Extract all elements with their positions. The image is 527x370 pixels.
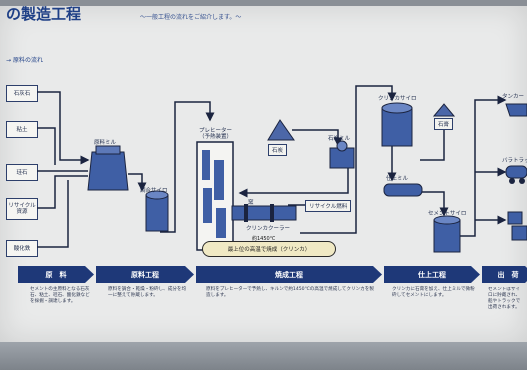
clinker-silo-icon xyxy=(381,102,413,147)
raw-material-clay: 粘土 xyxy=(6,121,38,138)
coal-icon xyxy=(267,119,295,141)
page-title: の製造工程 xyxy=(6,5,82,23)
kiln-callout: 最上位の高温で焼成（クリンカ） xyxy=(202,241,336,257)
raw-material-limestone: 石灰石 xyxy=(6,85,38,102)
raw-silo-icon xyxy=(145,190,169,232)
stage-desc-finishing-process: クリンカに石膏を加え、仕上ミルで微粉砕してセメントにします。 xyxy=(392,287,475,298)
recycled-fuel-label: リサイクル燃料 xyxy=(305,200,352,212)
ship-icon xyxy=(505,103,527,117)
cement-silo-label: セメントサイロ xyxy=(428,211,467,217)
clinker-cooler-label: クリンカクーラー xyxy=(246,226,291,232)
kiln-temp-note: 約1450℃ xyxy=(252,236,276,242)
kiln-label: 窯 xyxy=(248,200,254,206)
raw-material-iron-oxide: 酸化鉄 xyxy=(6,240,38,257)
stage-desc-raw-materials: セメントの主原料となる石灰石、粘土、珪石、酸化鉄などを採掘・調達します。 xyxy=(30,287,90,304)
stage-desc-raw-process: 原料を調合・乾燥・粉砕し、成分を均一に整えて貯蔵します。 xyxy=(108,287,187,298)
raw-mill-icon xyxy=(87,145,129,191)
exhibit-board xyxy=(0,6,527,342)
coal-mill-icon xyxy=(329,140,355,169)
stage-raw-process: 原料工程 xyxy=(96,266,194,283)
floor-area xyxy=(0,342,527,370)
preheater-label: プレヒーター（予熱装置） xyxy=(199,128,233,140)
stage-raw-materials: 原 料 xyxy=(18,266,94,283)
stage-shipping: 出 荷 xyxy=(482,266,527,283)
preheater-icon xyxy=(196,141,234,251)
gypsum-icon xyxy=(432,103,456,117)
flow-label: → 原料の流れ xyxy=(6,57,43,64)
kiln-icon xyxy=(231,204,297,222)
stage-finishing-process: 仕上工程 xyxy=(384,266,480,283)
gypsum-label: 石膏 xyxy=(434,118,454,130)
truck-label: バラトラック xyxy=(502,158,527,164)
coal-label: 石炭 xyxy=(268,144,288,156)
finish-mill-icon xyxy=(383,183,423,197)
ship-label: タンカー xyxy=(502,94,525,100)
flow-label-text: 原料の流れ xyxy=(12,57,43,64)
bag-shipping-icon xyxy=(507,211,527,241)
cement-silo-icon xyxy=(433,215,461,253)
finish-mill-label: 仕上ミル xyxy=(386,176,409,182)
raw-material-silica: 珪石 xyxy=(6,164,38,181)
raw-silo-label: 調合サイロ xyxy=(140,188,168,194)
raw-mill-label: 原料ミル xyxy=(94,140,117,146)
raw-material-recycled: リサイクル資源 xyxy=(6,198,38,220)
page-subtitle: 〜一般工程の流れをご紹介します。〜 xyxy=(140,14,242,21)
stage-burning-process: 焼成工程 xyxy=(196,266,382,283)
stage-desc-shipping: セメントはサイロに貯蔵され、船やトラックで出荷されます。 xyxy=(488,287,521,310)
truck-icon xyxy=(505,165,527,184)
clinker-silo-label: クリンカサイロ xyxy=(378,96,417,102)
coal-mill-label: 石炭ミル xyxy=(328,136,351,142)
stage-desc-burning-process: 原料をプレヒーターで予熱し、キルンで約1450℃の高温で焼成してクリンカを製造し… xyxy=(206,287,374,298)
